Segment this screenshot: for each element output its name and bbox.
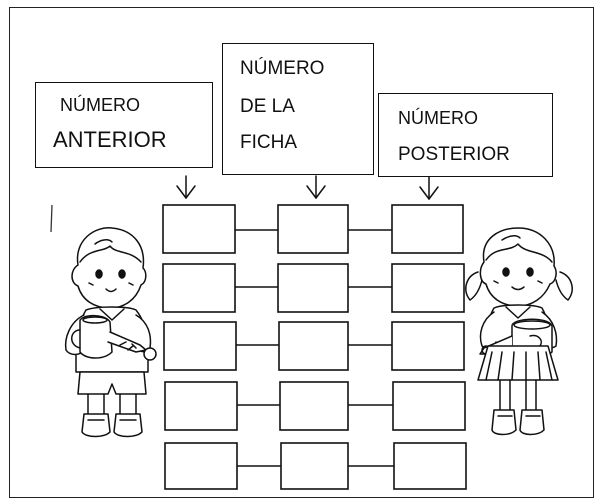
answer-box-previous[interactable] [164, 381, 238, 431]
answer-box-card[interactable] [279, 381, 349, 431]
header-card-line3: FICHA [240, 132, 297, 153]
connector-lines [235, 229, 394, 467]
answer-box-card[interactable] [280, 442, 349, 490]
header-next-line2: POSTERIOR [398, 144, 510, 165]
down-arrow-icon [419, 176, 439, 200]
stray-mark [50, 204, 53, 233]
answer-box-card[interactable] [277, 204, 349, 254]
answer-box-next[interactable] [393, 442, 467, 490]
answer-box-card[interactable] [277, 263, 349, 313]
header-previous-line2: ANTERIOR [53, 127, 167, 152]
girl-illustration [465, 227, 573, 436]
answer-box-next[interactable] [391, 204, 464, 254]
header-card-line1: NÚMERO [240, 58, 325, 79]
answer-box-previous[interactable] [164, 442, 238, 490]
header-previous-line1: NÚMERO [60, 95, 140, 115]
header-card-number: NÚMERO DE LA FICHA [222, 43, 374, 175]
header-next-line1: NÚMERO [398, 108, 478, 128]
answer-box-next[interactable] [391, 263, 465, 313]
boy-illustration [64, 227, 157, 438]
answer-box-previous[interactable] [162, 263, 236, 313]
answer-box-next[interactable] [392, 381, 466, 431]
answer-box-previous[interactable] [162, 204, 236, 254]
down-arrow-icon [306, 175, 326, 199]
answer-box-previous[interactable] [163, 321, 237, 371]
down-arrow-icon [176, 175, 196, 199]
answer-box-card[interactable] [278, 321, 349, 371]
header-card-line2: DE LA [240, 96, 295, 117]
header-previous-number: NÚMERO ANTERIOR [35, 82, 213, 168]
header-next-number: NÚMERO POSTERIOR [378, 93, 553, 177]
page-border [9, 7, 594, 498]
answer-box-next[interactable] [391, 321, 465, 371]
